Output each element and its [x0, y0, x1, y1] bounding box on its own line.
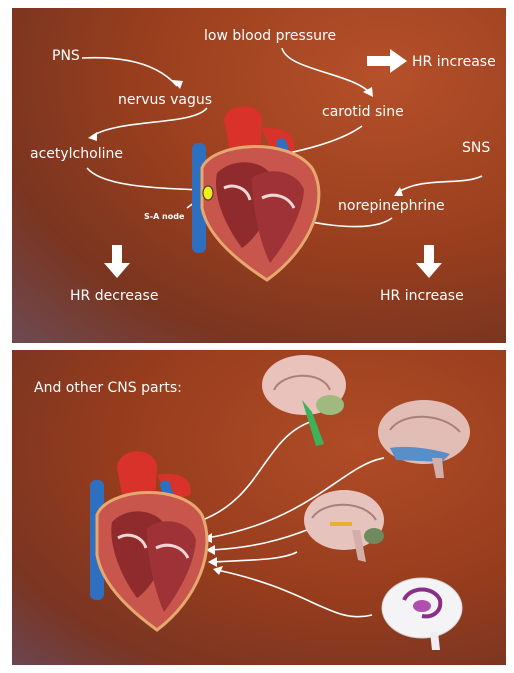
- arrow-acetyl-to-sa: [87, 168, 202, 190]
- arrow-cerebellum-to-heart: [197, 422, 310, 522]
- heart-illustration-bottom: [90, 451, 207, 630]
- bottom-diagram-graphics: [12, 350, 506, 665]
- label-sns: SNS: [462, 140, 490, 156]
- block-arrow-down-right: [416, 245, 442, 278]
- label-acetylcholine: acetylcholine: [30, 146, 123, 162]
- brain-cerebellum-illustration: [262, 355, 346, 446]
- sa-node-marker: [203, 186, 213, 200]
- arrow-hypothalamus-to-heart: [210, 528, 312, 550]
- arrow-pns-to-vagus: [82, 58, 177, 86]
- label-hr-decrease: HR decrease: [70, 288, 158, 304]
- bottom-panel: And other CNS parts:: [12, 350, 506, 665]
- brain-hypothalamus-illustration: [304, 490, 384, 562]
- brain-brainstem-illustration: [378, 400, 470, 478]
- label-hr-increase-top: HR increase: [412, 54, 496, 70]
- arrow-vagus-to-acetylcholine: [92, 108, 207, 136]
- label-nervus-vagus: nervus vagus: [118, 92, 212, 108]
- heart-illustration: [192, 106, 319, 280]
- label-norepinephrine: norepinephrine: [338, 198, 445, 214]
- arrow-midbrain-to-heart: [212, 552, 297, 562]
- arrow-limbic-to-heart: [217, 570, 372, 617]
- label-pns: PNS: [52, 48, 80, 64]
- arrow-sns-to-norepi: [397, 176, 482, 193]
- brain-limbic-illustration: [382, 578, 462, 650]
- label-low-blood-pressure: low blood pressure: [204, 28, 336, 44]
- block-arrow-down-left: [104, 245, 130, 278]
- label-sa-node: S-A node: [144, 212, 184, 221]
- block-arrow-right: [367, 49, 407, 73]
- label-hr-increase-bottom: HR increase: [380, 288, 464, 304]
- top-panel: PNS low blood pressure HR increase nervu…: [12, 8, 506, 343]
- arrow-lowbp-to-carotid: [282, 48, 370, 93]
- label-carotid-sine: carotid sine: [322, 104, 404, 120]
